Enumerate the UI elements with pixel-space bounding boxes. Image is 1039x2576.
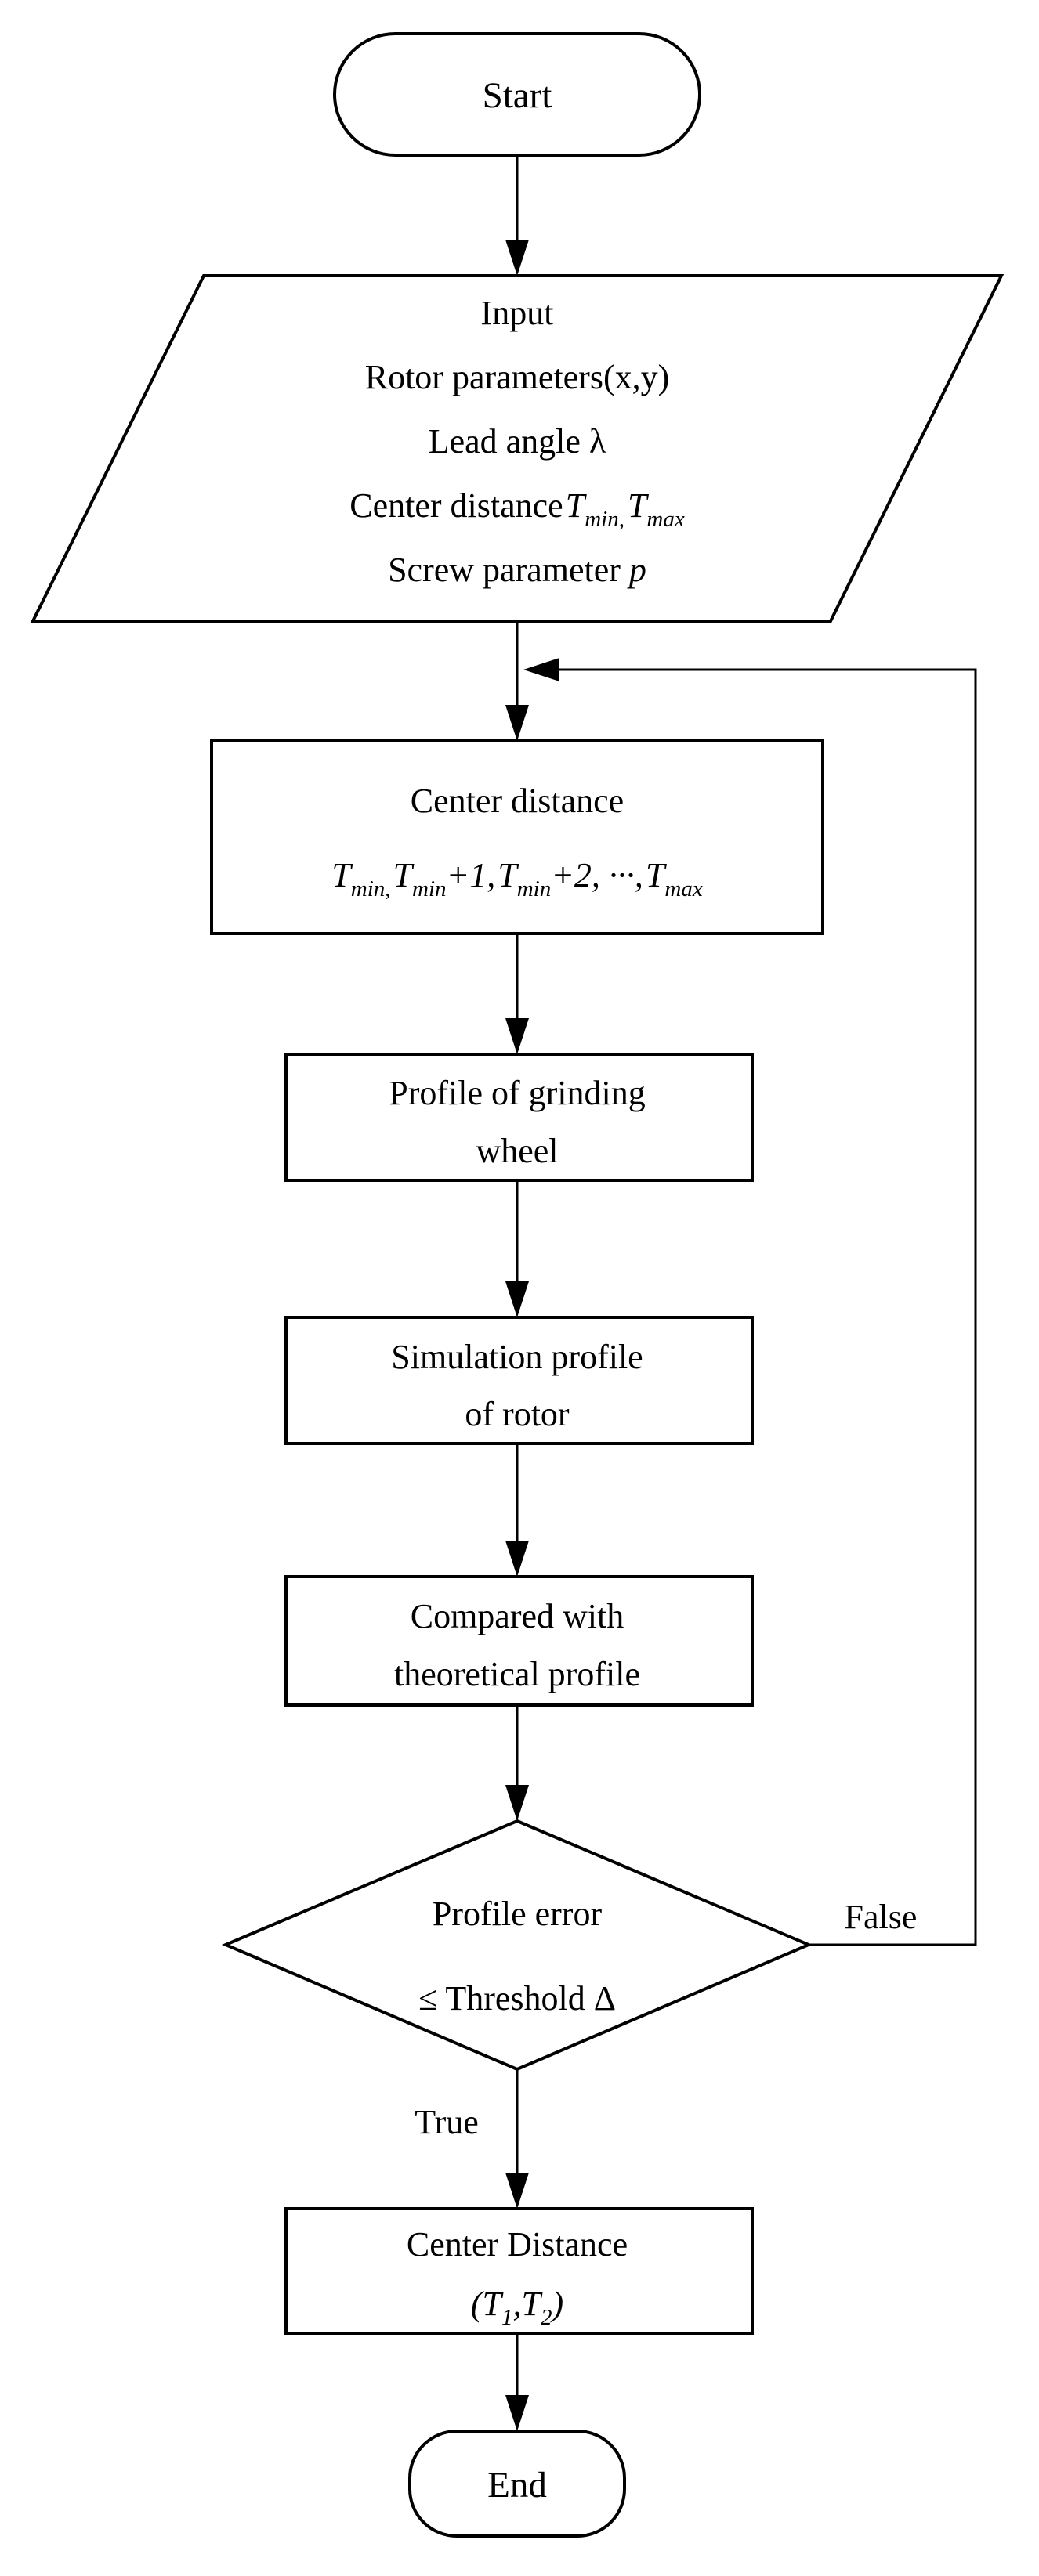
true-label: True xyxy=(415,2103,479,2141)
simulation-profile-line-1: Simulation profile xyxy=(391,1338,643,1376)
arrowhead-input-to-range xyxy=(505,705,529,741)
compare-line-1: Compared with xyxy=(411,1597,624,1635)
input-line-5: Screw parameter p xyxy=(388,551,646,589)
grinding-wheel-line-2: wheel xyxy=(476,1132,558,1170)
input-parallelogram xyxy=(30,274,1005,623)
input-line-4: Center distanceTmin,Tmax xyxy=(349,486,685,532)
arrowhead-range-to-wheel xyxy=(505,1018,529,1054)
result-line-2: (T1,T2) xyxy=(471,2285,563,2330)
result-node xyxy=(284,2207,754,2335)
false-loop-line xyxy=(527,668,977,1946)
simulation-profile-node xyxy=(284,1316,754,1445)
simulation-profile-line-2: of rotor xyxy=(465,1395,570,1433)
decision-diamond xyxy=(221,1819,813,2072)
input-line-1: Input xyxy=(481,294,554,332)
arrowhead-simulation-to-compare xyxy=(505,1541,529,1577)
arrowhead-decision-to-result xyxy=(505,2173,529,2209)
end-node xyxy=(408,2430,626,2538)
arrowhead-start-to-input xyxy=(505,240,529,276)
grinding-wheel-line-1: Profile of grinding xyxy=(389,1074,646,1112)
result-line-1: Center Distance xyxy=(407,2225,628,2263)
start-label: Start xyxy=(483,75,552,116)
arrowhead-wheel-to-simulation xyxy=(505,1281,529,1317)
compare-line-2: theoretical profile xyxy=(394,1655,640,1693)
decision-line-2: ≤ Threshold Δ xyxy=(418,1979,616,2018)
input-line-3: Lead angle λ xyxy=(429,422,606,461)
input-line-2: Rotor parameters(x,y) xyxy=(365,358,670,396)
center-distance-range-line-1: Center distance xyxy=(411,782,624,820)
compare-node xyxy=(284,1575,754,1707)
arrowhead-compare-to-decision xyxy=(505,1785,529,1821)
false-label: False xyxy=(845,1898,918,1936)
arrowhead-result-to-end xyxy=(505,2395,529,2431)
grinding-wheel-node xyxy=(284,1053,754,1182)
center-distance-range-node xyxy=(210,739,824,935)
decision-line-1: Profile error xyxy=(433,1895,603,1933)
center-distance-range-line-2: Tmin,Tmin+1,Tmin+2, ···,Tmax xyxy=(331,856,703,901)
false-loop-arrowhead xyxy=(523,658,559,681)
end-label: End xyxy=(487,2465,547,2506)
